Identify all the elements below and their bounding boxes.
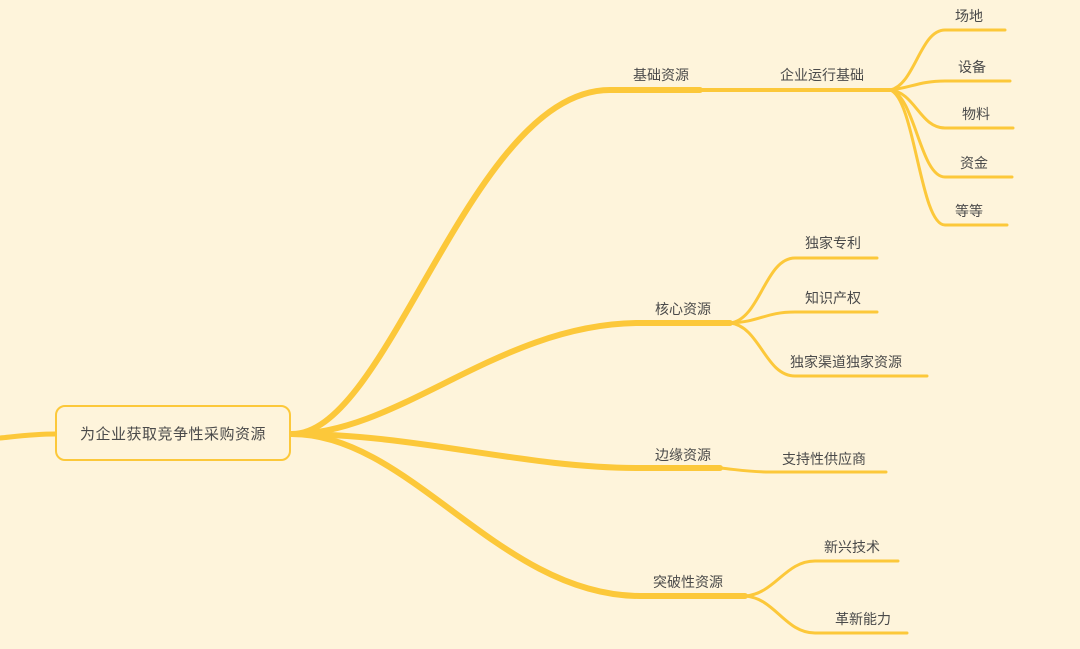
- topic-site[interactable]: 场地: [955, 9, 983, 25]
- topic-material[interactable]: 物料: [962, 107, 990, 123]
- topic-equipment[interactable]: 设备: [958, 60, 986, 76]
- connector-leaf-etc: [888, 88, 1009, 227]
- connector-breakthrough-innovation: [743, 594, 909, 635]
- connector-leaf-equipment: [888, 79, 1012, 92]
- topic-capital[interactable]: 资金: [960, 156, 988, 172]
- topic-etc[interactable]: 等等: [955, 204, 983, 220]
- connector-core-channel: [728, 321, 929, 378]
- connector-leaf-capital: [888, 88, 1014, 179]
- root-topic[interactable]: 为企业获取竞争性采购资源: [55, 405, 291, 461]
- topic-breakthrough-resources[interactable]: 突破性资源: [653, 575, 723, 591]
- connector-edge: [289, 431, 723, 471]
- topic-basic-resources[interactable]: 基础资源: [633, 68, 689, 84]
- topic-core-resources[interactable]: 核心资源: [655, 302, 711, 318]
- connector-breakthrough: [289, 431, 748, 599]
- connector-core: [289, 320, 733, 437]
- topic-edge-resources[interactable]: 边缘资源: [655, 448, 711, 464]
- topic-intellectual-property[interactable]: 知识产权: [805, 291, 861, 307]
- connector-leaf-material: [888, 88, 1015, 130]
- connector-breakthrough-tech: [743, 559, 900, 598]
- topic-operation-basis[interactable]: 企业运行基础: [780, 68, 864, 84]
- topic-exclusive-patent[interactable]: 独家专利: [805, 236, 861, 252]
- topic-innovation-ability[interactable]: 革新能力: [835, 612, 891, 628]
- connector-core-ip: [728, 310, 879, 325]
- topic-emerging-tech[interactable]: 新兴技术: [824, 540, 880, 556]
- connector-leaf-site: [888, 28, 1007, 92]
- connector-root-in: [0, 431, 58, 441]
- connector-edge-supplier: [718, 466, 888, 474]
- connector-basic: [289, 87, 703, 437]
- connector-core-patent: [728, 256, 879, 325]
- topic-exclusive-channel[interactable]: 独家渠道独家资源: [790, 355, 902, 371]
- topic-support-supplier[interactable]: 支持性供应商: [782, 452, 866, 468]
